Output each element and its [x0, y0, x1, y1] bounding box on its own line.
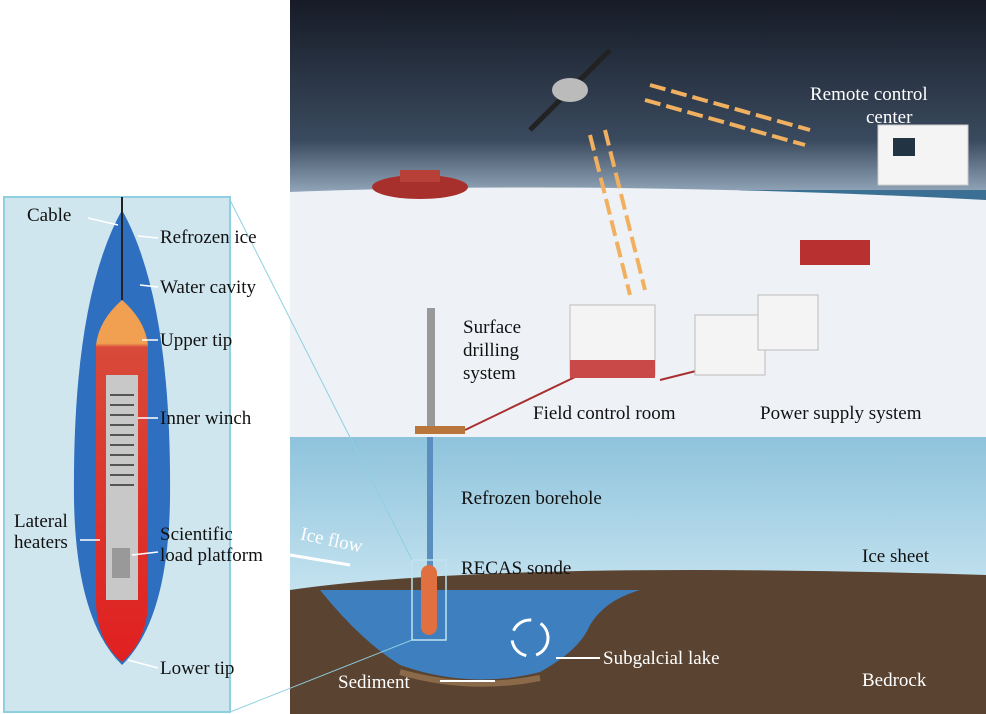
- inner-winch: [110, 394, 134, 486]
- scientific-platform: [112, 548, 130, 578]
- label-refrozen-borehole: Refrozen borehole: [461, 488, 602, 509]
- drill-tower: [427, 308, 435, 428]
- power-supply-module: [694, 314, 766, 376]
- recas-sonde: [421, 565, 437, 635]
- vehicles: [800, 240, 870, 265]
- remote-control-room: [877, 124, 969, 186]
- label-recas: RECAS sonde: [461, 558, 572, 579]
- label-lower-tip: Lower tip: [160, 658, 235, 679]
- label-water-cavity: Water cavity: [160, 277, 257, 298]
- label-refrozen-ice: Refrozen ice: [160, 227, 257, 248]
- label-surface-2: drilling: [463, 340, 519, 361]
- sky: [290, 0, 986, 200]
- label-remote-1: Remote control: [810, 84, 928, 105]
- borehole: [427, 437, 433, 567]
- label-bedrock: Bedrock: [862, 670, 927, 691]
- label-inner-winch: Inner winch: [160, 408, 252, 429]
- label-field-control: Field control room: [533, 403, 676, 424]
- signal-arrows: [588, 83, 811, 296]
- label-scientific-1: Scientific: [160, 524, 233, 545]
- label-power-supply: Power supply system: [760, 403, 922, 424]
- label-lateral-heaters-2: heaters: [14, 532, 68, 553]
- label-surface-1: Surface: [463, 317, 522, 338]
- label-remote-2: center: [866, 107, 913, 128]
- ice-flow-arrow: [289, 553, 351, 567]
- label-sediment: Sediment: [338, 672, 410, 693]
- label-surface-3: system: [463, 363, 516, 384]
- label-lake: Subgalcial lake: [603, 648, 720, 669]
- label-ice-sheet: Ice sheet: [862, 546, 929, 567]
- satellite-icon: [528, 48, 612, 132]
- circulation-icon: [510, 618, 550, 658]
- label-cable: Cable: [27, 205, 72, 226]
- label-lateral-heaters-1: Lateral: [14, 511, 68, 532]
- label-upper-tip: Upper tip: [160, 330, 233, 351]
- label-scientific-2: load platform: [160, 545, 263, 566]
- research-station: [372, 175, 468, 199]
